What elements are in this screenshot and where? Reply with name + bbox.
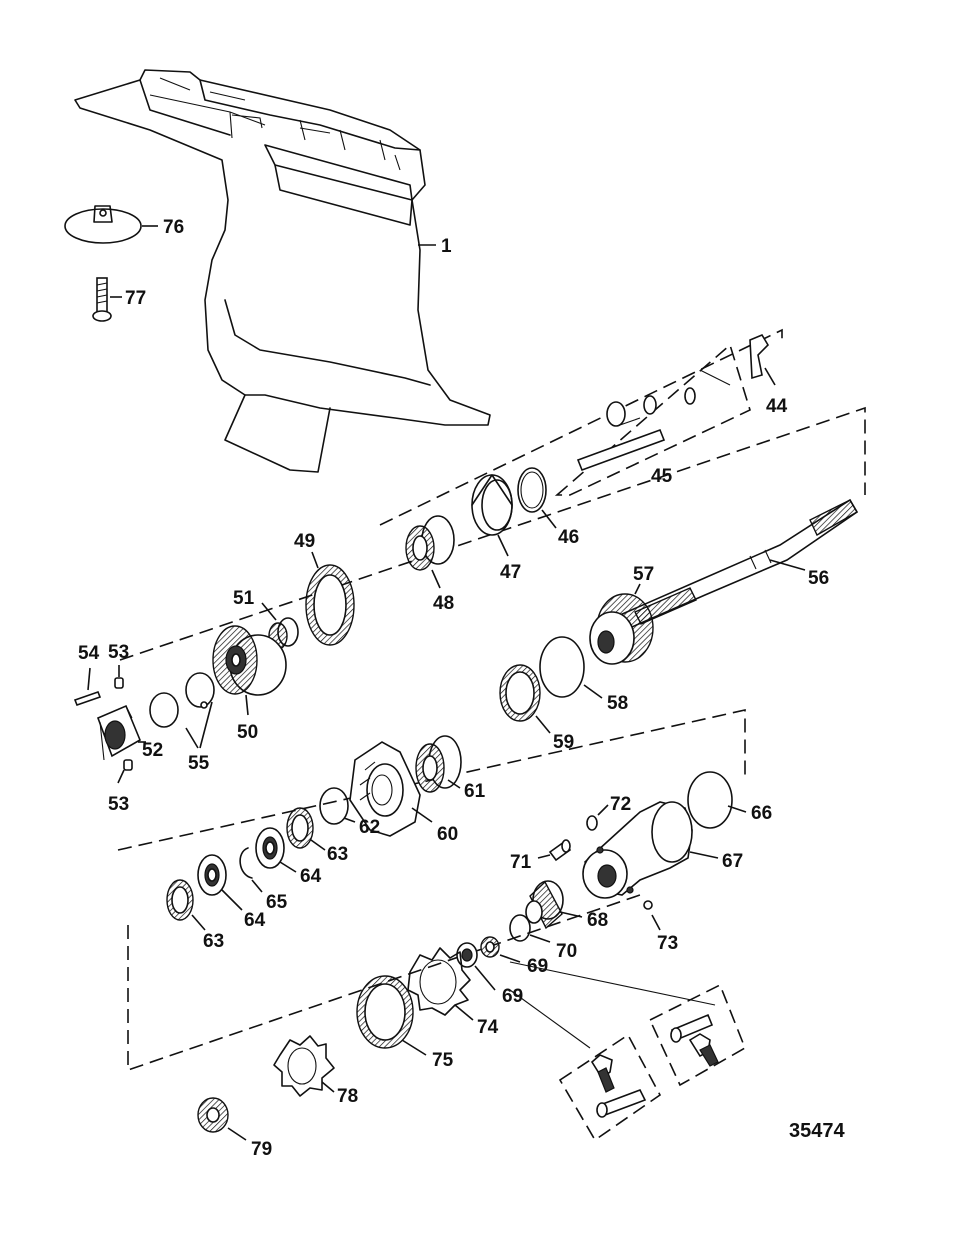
bearing-51 bbox=[261, 602, 299, 650]
propeller-nut-79 bbox=[197, 1097, 247, 1141]
callout-47: 47 bbox=[500, 562, 521, 583]
ring-46 bbox=[517, 467, 557, 529]
anode-screw-77 bbox=[92, 277, 122, 322]
callout-78: 78 bbox=[337, 1086, 358, 1107]
callout-73: 73 bbox=[657, 933, 678, 954]
shift-shaft-45 bbox=[576, 369, 731, 472]
figure-number: 35474 bbox=[789, 1120, 845, 1142]
bearing-48 bbox=[405, 515, 455, 589]
callout-60: 60 bbox=[437, 824, 458, 845]
seal-64-upper bbox=[255, 827, 297, 873]
callout-44: 44 bbox=[766, 396, 788, 417]
tab-washer-78 bbox=[273, 1035, 335, 1097]
callout-65: 65 bbox=[266, 892, 288, 913]
dashed-group-propshaft bbox=[117, 328, 866, 1142]
callout-69-lower: 69 bbox=[502, 986, 523, 1007]
callout-53-top: 53 bbox=[108, 642, 129, 663]
bearing-59 bbox=[499, 664, 551, 734]
bearing-63-lower bbox=[166, 879, 206, 931]
callout-58: 58 bbox=[607, 693, 628, 714]
callout-68: 68 bbox=[587, 910, 608, 931]
callout-70: 70 bbox=[556, 941, 577, 962]
callout-57: 57 bbox=[633, 564, 654, 585]
callout-64-upper: 64 bbox=[300, 866, 322, 887]
callout-55: 55 bbox=[188, 753, 210, 774]
pin-53-top bbox=[114, 665, 124, 689]
detail-inset-left bbox=[590, 1054, 647, 1118]
callout-48: 48 bbox=[433, 593, 454, 614]
bolt-71 bbox=[537, 839, 572, 862]
reverse-gear-57 bbox=[589, 583, 654, 665]
washer-69-lower bbox=[456, 942, 496, 991]
ring-58 bbox=[539, 636, 603, 699]
callout-77: 77 bbox=[125, 288, 146, 309]
callout-51: 51 bbox=[233, 588, 255, 609]
bearing-63-upper bbox=[286, 807, 326, 851]
clutch-52 bbox=[96, 704, 146, 761]
bearing-cup-47 bbox=[471, 474, 513, 557]
callout-50: 50 bbox=[237, 722, 258, 743]
washer-72 bbox=[586, 804, 609, 831]
seal-64-lower bbox=[197, 854, 243, 911]
callout-46: 46 bbox=[558, 527, 579, 548]
ring-65 bbox=[239, 847, 263, 893]
callout-52: 52 bbox=[142, 740, 163, 761]
callout-62: 62 bbox=[359, 817, 380, 838]
pin-53-bottom bbox=[117, 759, 133, 784]
callout-74: 74 bbox=[477, 1017, 499, 1038]
callout-71: 71 bbox=[510, 852, 532, 873]
o-ring-66 bbox=[687, 771, 747, 829]
callout-66: 66 bbox=[751, 803, 772, 824]
anode-76 bbox=[64, 205, 158, 244]
washer-69-upper bbox=[480, 936, 521, 963]
callout-45: 45 bbox=[651, 466, 673, 487]
callout-75: 75 bbox=[432, 1050, 454, 1071]
cross-pin-54 bbox=[73, 667, 102, 707]
bearing-61 bbox=[415, 735, 462, 793]
shift-cam-44 bbox=[749, 333, 776, 386]
detail-inset-right bbox=[670, 1013, 719, 1067]
callout-labels: 1 44 45 46 47 48 49 50 51 52 53 53 54 55… bbox=[78, 217, 829, 1160]
callout-72: 72 bbox=[610, 794, 631, 815]
propeller-shaft-56 bbox=[619, 498, 859, 632]
retainer-clips-55 bbox=[149, 672, 215, 749]
bearing-75 bbox=[356, 975, 427, 1056]
thrust-bearing-49 bbox=[305, 551, 355, 646]
callout-1: 1 bbox=[441, 236, 452, 257]
callout-56: 56 bbox=[808, 568, 829, 589]
callout-67: 67 bbox=[722, 851, 743, 872]
callout-59: 59 bbox=[553, 732, 574, 753]
ring-70 bbox=[509, 914, 551, 943]
callout-63-upper: 63 bbox=[327, 844, 348, 865]
pin-73 bbox=[643, 900, 661, 931]
callout-76: 76 bbox=[163, 217, 184, 238]
washer-62 bbox=[319, 787, 356, 825]
gear-housing bbox=[74, 69, 491, 473]
callout-53-bottom: 53 bbox=[108, 794, 129, 815]
forward-gear-50 bbox=[212, 625, 287, 716]
callout-61: 61 bbox=[464, 781, 486, 802]
callout-54: 54 bbox=[78, 643, 100, 664]
callout-69-upper: 69 bbox=[527, 956, 548, 977]
carrier-67 bbox=[582, 801, 719, 899]
callout-63-lower: 63 bbox=[203, 931, 224, 952]
retainer-74 bbox=[407, 947, 474, 1021]
callout-49: 49 bbox=[294, 531, 315, 552]
bearing-68 bbox=[525, 880, 583, 930]
callout-79: 79 bbox=[251, 1139, 272, 1160]
callout-64-lower: 64 bbox=[244, 910, 266, 931]
bearing-carrier-60 bbox=[349, 741, 433, 837]
